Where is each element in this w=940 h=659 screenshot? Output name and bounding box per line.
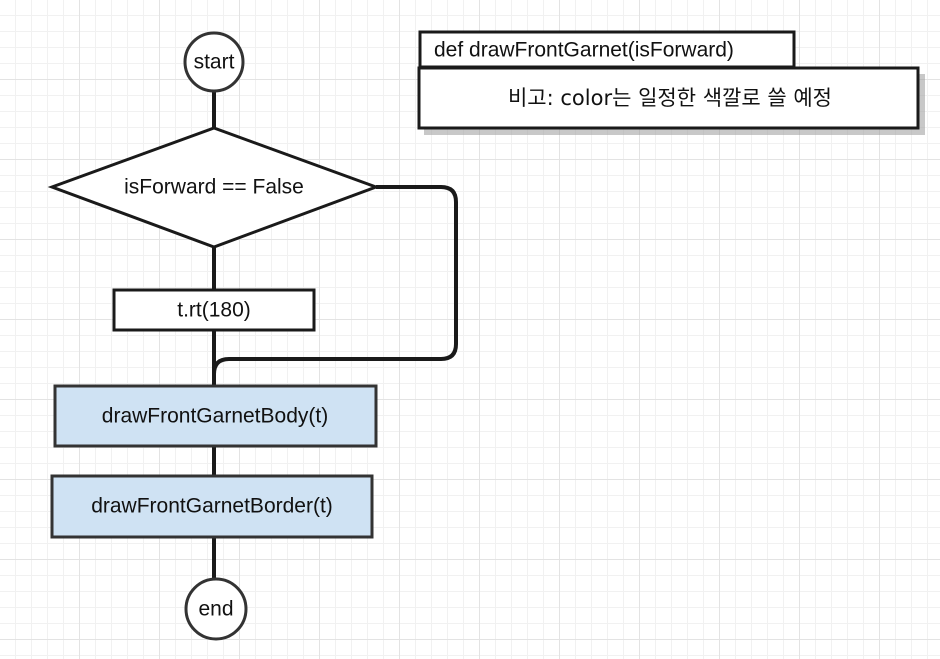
rotate-step-box xyxy=(112,288,316,332)
note-body-box xyxy=(417,66,920,130)
connectors xyxy=(212,92,458,579)
end-label: end xyxy=(198,598,233,621)
function-note: def drawFrontGarnet(isForward) 비고: color… xyxy=(417,30,925,135)
border-step: drawFrontGarnetBorder(t) xyxy=(50,474,374,539)
end-circle xyxy=(184,577,248,641)
rotate-step: t.rt(180) xyxy=(112,288,316,332)
start-node: start xyxy=(183,31,245,93)
start-circle xyxy=(183,31,245,93)
start-label: start xyxy=(194,51,235,74)
note-title-box xyxy=(418,30,796,69)
body-step-label: drawFrontGarnetBody(t) xyxy=(102,405,328,428)
border-step-box xyxy=(50,474,374,539)
border-step-label: drawFrontGarnetBorder(t) xyxy=(91,495,333,518)
note-body-label: 비고: color는 일정한 색깔로 쓸 예정 xyxy=(508,86,832,110)
end-node: end xyxy=(184,577,248,641)
connector-decision-bypass xyxy=(212,185,458,386)
note-title-label: def drawFrontGarnet(isForward) xyxy=(434,39,734,62)
body-step-box xyxy=(53,384,378,448)
decision-label: isForward == False xyxy=(124,176,304,199)
decision-node: isForward == False xyxy=(47,126,381,249)
rotate-step-label: t.rt(180) xyxy=(177,299,251,322)
body-step: drawFrontGarnetBody(t) xyxy=(53,384,378,448)
decision-diamond xyxy=(47,126,381,249)
